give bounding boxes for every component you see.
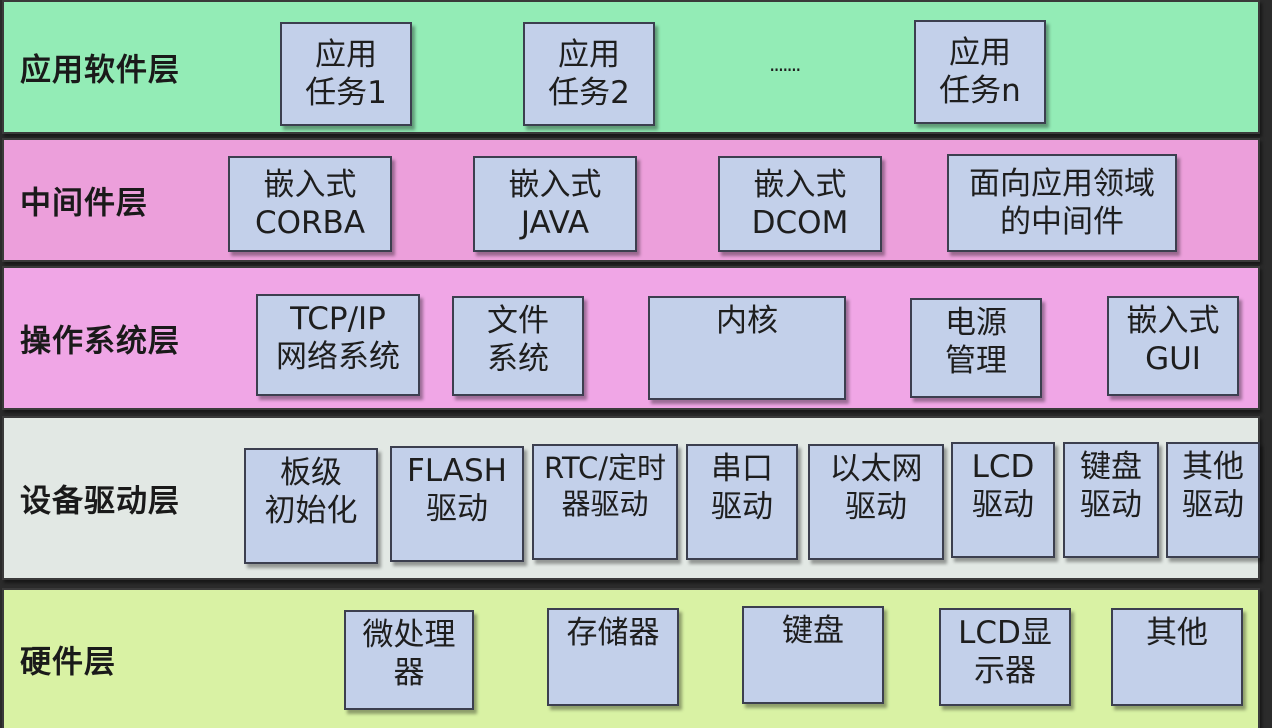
lcd-display-box: LCD显 示器 xyxy=(939,608,1071,706)
box-line-2: 驱动 xyxy=(426,491,488,527)
box-line-1: LCD xyxy=(971,449,1035,485)
box-line-2: 的中间件 xyxy=(1000,204,1124,240)
box-line-2: 示器 xyxy=(974,653,1036,689)
app-task-2-box: 应用 任务2 xyxy=(523,22,655,126)
embedded-corba-box: 嵌入式 CORBA xyxy=(228,156,392,252)
memory-box: 存储器 xyxy=(547,608,679,706)
ethernet-driver-box: 以太网 驱动 xyxy=(808,444,944,560)
embedded-java-box: 嵌入式 JAVA xyxy=(473,156,637,252)
box-line-1: LCD显 xyxy=(958,615,1052,651)
box-line-1: 嵌入式 xyxy=(753,167,847,203)
layer-title: 硬件层 xyxy=(20,644,116,681)
ellipsis: ....... xyxy=(769,52,801,76)
app-task-n-box: 应用 任务n xyxy=(914,20,1046,124)
box-line-1: 嵌入式 xyxy=(508,167,602,203)
hardware-layer: 硬件层 微处理 器 存储器 键盘 LCD显 示器 其他 xyxy=(2,588,1260,728)
box-line-1: 应用 xyxy=(949,35,1011,71)
box-line-2: 任务2 xyxy=(548,75,630,111)
box-line-1: 板级 xyxy=(280,455,342,491)
layer-title: 操作系统层 xyxy=(20,323,180,360)
box-line-2: 任务n xyxy=(939,73,1021,109)
box-line-1: 键盘 xyxy=(1080,449,1142,485)
box-line-1: 嵌入式 xyxy=(263,167,357,203)
os-layer: 操作系统层 TCP/IP 网络系统 文件 系统 内核 电源 管理 嵌入式 GUI xyxy=(2,266,1260,410)
box-line-1: 微处理 xyxy=(362,617,456,653)
box-line-2: 驱动 xyxy=(1080,487,1142,523)
box-line-2: 任务1 xyxy=(305,75,387,111)
box-line-2: JAVA xyxy=(520,205,590,241)
box-line-2: 网络系统 xyxy=(276,339,400,375)
file-system-box: 文件 系统 xyxy=(452,296,584,396)
layer-title: 应用软件层 xyxy=(20,52,180,89)
box-line-2: 器驱动 xyxy=(561,487,649,521)
box-line-2: DCOM xyxy=(751,205,849,241)
domain-middleware-box: 面向应用领域 的中间件 xyxy=(947,154,1177,252)
box-line-2: GUI xyxy=(1145,341,1201,377)
other-driver-box: 其他 驱动 xyxy=(1166,442,1260,558)
box-line-1: 串口 xyxy=(711,451,773,487)
embedded-dcom-box: 嵌入式 DCOM xyxy=(718,156,882,252)
box-line-1: 应用 xyxy=(558,37,620,73)
box-line-2: 驱动 xyxy=(1182,487,1244,523)
box-line-1: 以太网 xyxy=(829,451,923,487)
box-line-1: 面向应用领域 xyxy=(969,166,1155,202)
box-line-1: 内核 xyxy=(716,303,778,339)
microprocessor-box: 微处理 器 xyxy=(344,610,474,710)
box-line-1: 文件 xyxy=(487,303,549,339)
keyboard-driver-box: 键盘 驱动 xyxy=(1063,442,1159,558)
app-task-1-box: 应用 任务1 xyxy=(280,22,412,126)
other-hardware-box: 其他 xyxy=(1111,608,1243,706)
box-line-2: 管理 xyxy=(945,343,1007,379)
box-line-2: 系统 xyxy=(487,341,549,377)
device-driver-layer: 设备驱动层 板级 初始化 FLASH 驱动 RTC/定时 器驱动 串口 驱动 以… xyxy=(2,416,1260,580)
embedded-gui-box: 嵌入式 GUI xyxy=(1107,296,1239,396)
box-line-1: 其他 xyxy=(1146,615,1208,651)
app-software-layer: 应用软件层 应用 任务1 应用 任务2 ....... 应用 任务n xyxy=(2,0,1260,134)
lcd-driver-box: LCD 驱动 xyxy=(951,442,1055,558)
tcpip-network-box: TCP/IP 网络系统 xyxy=(256,294,420,396)
box-line-1: FLASH xyxy=(406,453,507,489)
box-line-1: 键盘 xyxy=(782,613,844,649)
board-init-box: 板级 初始化 xyxy=(244,448,378,564)
box-line-1: 电源 xyxy=(945,305,1007,341)
serial-driver-box: 串口 驱动 xyxy=(686,444,798,560)
keyboard-box: 键盘 xyxy=(742,606,884,704)
box-line-2: 初始化 xyxy=(264,493,358,529)
box-line-1: 其他 xyxy=(1182,449,1244,485)
box-line-2: 驱动 xyxy=(972,487,1034,523)
box-line-1: RTC/定时 xyxy=(543,451,667,485)
kernel-box: 内核 xyxy=(648,296,846,400)
middleware-layer: 中间件层 嵌入式 CORBA 嵌入式 JAVA 嵌入式 DCOM 面向应用领域 … xyxy=(2,138,1260,262)
layer-title: 设备驱动层 xyxy=(20,483,180,520)
box-line-1: 嵌入式 xyxy=(1126,303,1220,339)
layer-title: 中间件层 xyxy=(20,185,148,222)
box-line-1: 应用 xyxy=(315,37,377,73)
rtc-timer-driver-box: RTC/定时 器驱动 xyxy=(532,444,678,560)
box-line-1: TCP/IP xyxy=(290,301,386,337)
box-line-1: 存储器 xyxy=(566,615,660,651)
flash-driver-box: FLASH 驱动 xyxy=(390,446,524,562)
box-line-2: 驱动 xyxy=(711,489,773,525)
box-line-2: CORBA xyxy=(254,205,366,241)
box-line-2: 驱动 xyxy=(845,489,907,525)
box-line-2: 器 xyxy=(393,655,425,691)
power-management-box: 电源 管理 xyxy=(910,298,1042,398)
